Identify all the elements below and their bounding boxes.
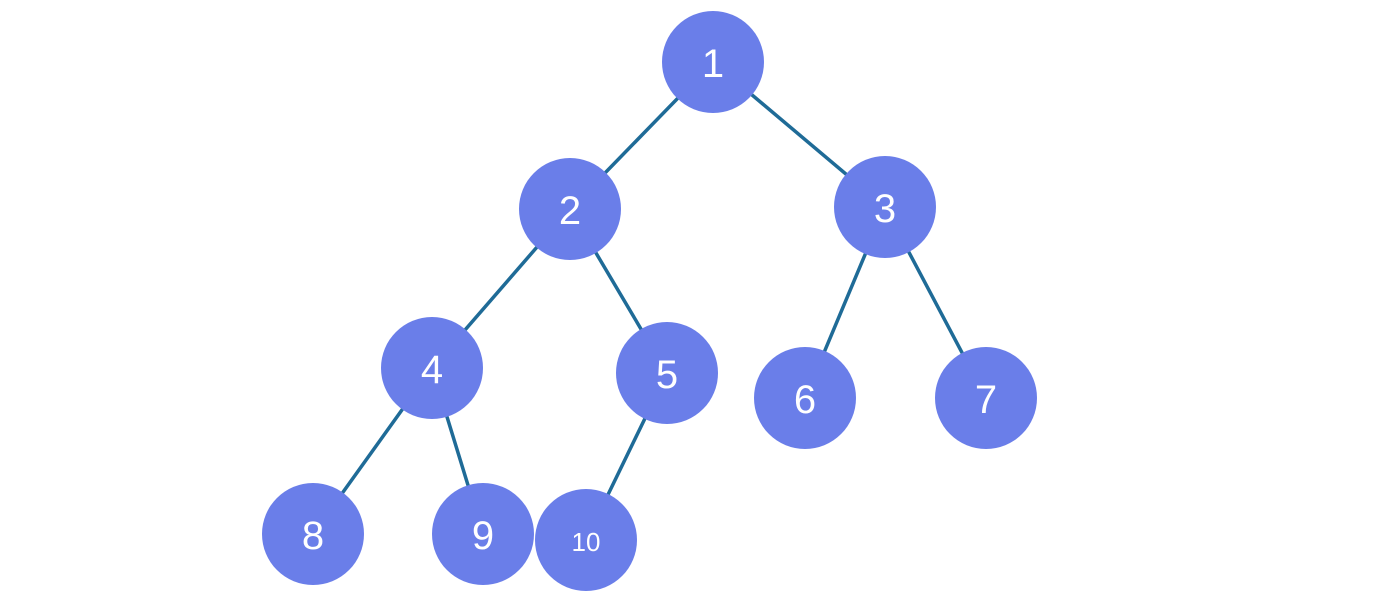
- tree-node-1: 1: [662, 11, 764, 113]
- tree-edges: [311, 60, 988, 542]
- tree-node-4: 4: [381, 317, 483, 419]
- node-circle: [519, 158, 621, 260]
- node-label: 4: [421, 348, 443, 392]
- node-label: 1: [702, 42, 724, 86]
- node-circle: [381, 317, 483, 419]
- node-circle: [432, 483, 534, 585]
- node-circle: [616, 322, 718, 424]
- tree-node-6: 6: [754, 347, 856, 449]
- node-circle: [262, 483, 364, 585]
- tree-node-8: 8: [262, 483, 364, 585]
- tree-node-7: 7: [935, 347, 1037, 449]
- node-label: 8: [302, 514, 324, 558]
- node-label: 2: [559, 189, 581, 233]
- node-circle: [834, 156, 936, 258]
- tree-node-9: 9: [432, 483, 534, 585]
- tree-node-5: 5: [616, 322, 718, 424]
- node-label: 3: [874, 187, 896, 231]
- tree-node-3: 3: [834, 156, 936, 258]
- node-circle: [754, 347, 856, 449]
- node-circle: [935, 347, 1037, 449]
- node-circle: [662, 11, 764, 113]
- node-label: 5: [656, 353, 678, 397]
- tree-nodes: 1 2 3 4 5 6 7 8 9 10: [262, 11, 1037, 591]
- node-label: 7: [975, 378, 997, 422]
- node-circle: [535, 489, 637, 591]
- node-label: 6: [794, 378, 816, 422]
- node-label: 9: [472, 514, 494, 558]
- node-label: 10: [572, 527, 601, 557]
- tree-node-10: 10: [535, 489, 637, 591]
- tree-node-2: 2: [519, 158, 621, 260]
